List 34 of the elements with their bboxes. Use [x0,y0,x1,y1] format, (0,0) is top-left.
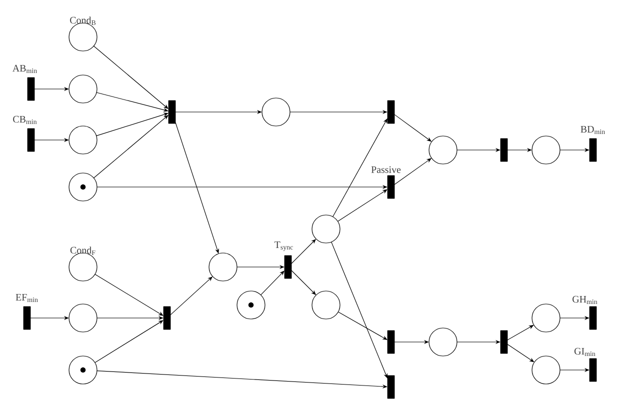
node-label: Cond$_{F}$ [70,246,96,255]
arrow [338,312,388,340]
node-label: Passive [371,166,401,173]
place-circle [68,172,98,202]
place-circle [312,290,340,320]
place-circle [68,74,98,104]
place-circle [262,98,290,126]
arrow [331,242,388,378]
place-circle [312,214,340,244]
place-circle [532,304,560,332]
arrow [94,274,164,316]
arrow [94,320,164,363]
place-circle [68,356,98,384]
place-circle [208,252,238,282]
node-label: GH$_{min}$ [572,296,598,304]
transition-bar [387,330,395,354]
node-label: T$_{sync}$ [274,241,293,251]
node-label: AB$_{min}$ [12,64,37,73]
place-circle [68,126,98,154]
arrow [96,92,168,112]
place-circle [68,304,98,332]
node-label: GI$_{min}$ [574,348,596,356]
node-label: CB$_{min}$ [13,116,37,124]
place-circle [428,328,458,356]
arrow [260,270,284,296]
arrow [337,189,388,222]
place-circle [236,290,266,320]
place-circle [428,136,458,164]
node-label: BD$_{min}$ [580,126,605,134]
arrow [96,112,168,136]
node-label: EF$_{min}$ [16,294,38,302]
place-circle [532,136,560,164]
place-circle [532,356,560,384]
node-label: Cond$_{B}$ [70,16,96,25]
